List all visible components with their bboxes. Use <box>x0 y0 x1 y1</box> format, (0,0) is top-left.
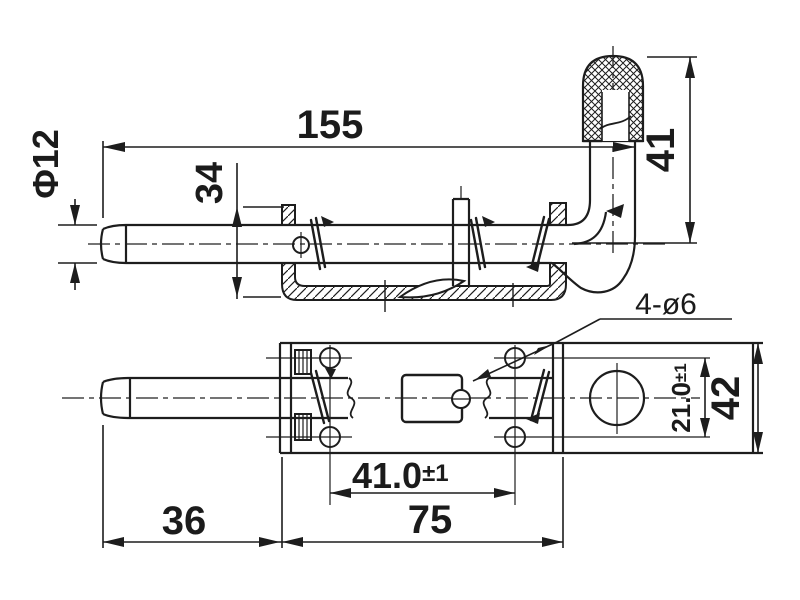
spring-right-bottom <box>529 368 551 424</box>
spring-1 <box>309 216 327 271</box>
dim-34: 34 <box>189 162 231 204</box>
rod-break-right <box>482 377 492 419</box>
handle <box>551 141 637 294</box>
arrow-top-hole <box>325 368 336 379</box>
dim-155: 155 <box>297 103 364 147</box>
arrow-spring-1 <box>321 216 334 227</box>
hole-bottom-left <box>319 426 341 448</box>
arrow-spring-2 <box>482 216 495 227</box>
springs-side-view <box>309 215 551 271</box>
top-view <box>99 54 645 312</box>
hole-tick-lines <box>384 280 514 312</box>
plate-left-edges <box>278 343 293 453</box>
hole-top-right <box>504 347 526 369</box>
mounting-holes <box>319 347 526 448</box>
dim-41-line <box>572 56 697 244</box>
dimension-lines <box>58 56 759 548</box>
dim-41-0: 41.0±1 <box>352 455 449 496</box>
dim-36: 36 <box>162 499 207 543</box>
arrow-handle-bend <box>606 204 624 218</box>
knob-collar-curve <box>599 115 632 130</box>
dim-36-75-line <box>102 425 564 548</box>
rod-tip-bottom <box>99 376 132 420</box>
lanced-tab-relief <box>397 278 467 299</box>
bottom-reference-arrows <box>325 368 540 424</box>
dimension-arrows <box>70 57 763 547</box>
plate-separation-edges <box>551 343 565 453</box>
knurled-knob <box>581 54 645 143</box>
dim-155-line <box>102 141 635 218</box>
dim-75: 75 <box>408 498 453 542</box>
dim-34-line <box>236 163 284 299</box>
right-wall-flange <box>549 202 567 226</box>
rod-break-left <box>346 377 356 419</box>
bolt-rod <box>99 223 568 265</box>
retainer-blocks <box>294 349 312 441</box>
dim-41: 41 <box>639 128 683 173</box>
spring-3 <box>530 215 551 269</box>
knob-bore <box>602 90 629 141</box>
dim-4o6: 4-ø6 <box>635 288 697 321</box>
dimension-texts: 155 Φ12 34 41 4-ø6 21.0±1 42 41.0±1 75 3… <box>25 103 748 543</box>
rod-tip <box>99 223 128 265</box>
bottom-view <box>99 341 763 505</box>
dim-42: 42 <box>704 376 748 421</box>
spring-reference-arrows <box>321 204 624 272</box>
left-wall-flange <box>281 204 296 226</box>
hole-bottom-right <box>504 426 526 448</box>
bend-outer-flare <box>551 235 637 294</box>
dim-phi12: Φ12 <box>25 129 66 199</box>
bend-inner-arc <box>567 199 592 227</box>
leader-4o6 <box>472 318 732 382</box>
spring-left-bottom <box>309 369 331 425</box>
dim-21: 21.0±1 <box>666 363 696 432</box>
springs-bottom-view <box>309 368 551 425</box>
arrow-right-spring <box>526 413 540 424</box>
arrow-spring-3 <box>526 261 540 272</box>
spring-2 <box>469 216 487 271</box>
bend-middle-arc <box>573 211 608 246</box>
middle-guide-tab <box>451 186 471 286</box>
mounting-plate <box>278 341 763 455</box>
hole-top-left <box>319 347 341 369</box>
